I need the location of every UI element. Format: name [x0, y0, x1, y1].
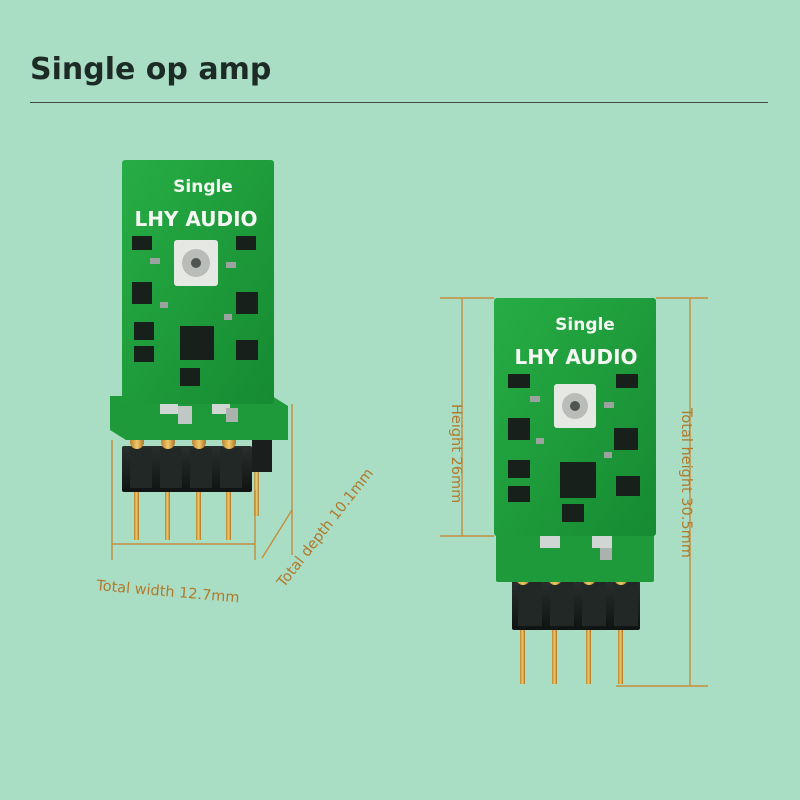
title-divider — [30, 102, 768, 103]
total-width-label: Total width 12.7mm — [95, 578, 240, 607]
total-height-label: Total height 30.5mm — [678, 407, 694, 558]
right-module-pins — [520, 626, 623, 684]
left-trimmer-potentiometer — [174, 240, 218, 286]
left-module-vertical-pcb: Single LHY AUDIO — [122, 160, 274, 404]
right-trimmer-potentiometer — [554, 384, 596, 428]
right-module-vertical-pcb: Single LHY AUDIO — [494, 298, 656, 536]
right-silkscreen-brand: LHY AUDIO — [514, 345, 637, 369]
left-silkscreen-single: Single — [173, 177, 233, 197]
left-silkscreen-brand: LHY AUDIO — [134, 207, 257, 231]
height-label: Height 26mm — [448, 404, 464, 503]
right-opamp-module: Single LHY AUDIO — [494, 298, 656, 684]
dimension-lines — [111, 297, 708, 687]
depth-dimension-line — [261, 509, 293, 559]
left-module-pins — [134, 470, 259, 540]
right-module-base-pcb — [496, 530, 654, 582]
right-smd-chips — [508, 374, 640, 522]
total-depth-label: Total depth 10.1mm — [274, 466, 377, 592]
right-silkscreen-single: Single — [555, 315, 615, 335]
left-smd-chips — [132, 236, 258, 386]
left-module-header — [122, 432, 272, 492]
page-title: Single op amp — [30, 52, 272, 87]
left-opamp-module: Single LHY AUDIO — [110, 160, 288, 540]
